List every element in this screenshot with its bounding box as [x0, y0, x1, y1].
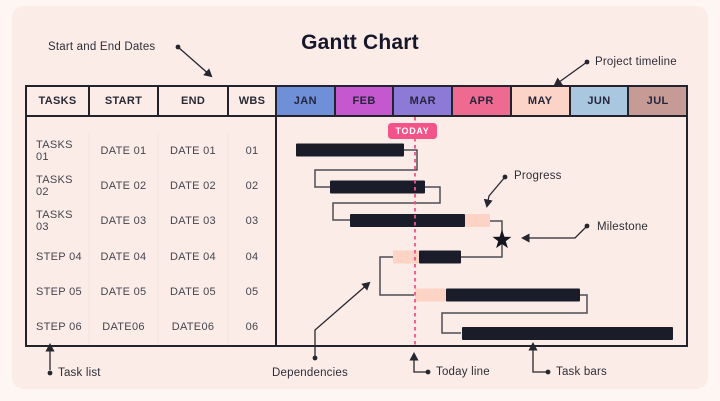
today-badge: TODAY	[388, 123, 437, 139]
cell-start: DATE 04	[90, 238, 159, 275]
page-title: Gantt Chart	[301, 31, 419, 54]
cell-task: TASKS 01	[27, 133, 90, 169]
label-project-timeline: Project timeline	[595, 56, 677, 68]
label-dependencies: Dependencies	[272, 367, 348, 379]
cell-wbs: 05	[245, 285, 259, 298]
table-body: TASKS 01 DATE 01 DATE 01 01 TASKS 02 DAT…	[27, 117, 275, 345]
table-row: STEP 06 DATE06 DATE06 06	[27, 309, 275, 345]
cell-task: STEP 06	[27, 309, 90, 345]
cell-wbs: 03	[245, 215, 259, 228]
label-task-list: Task list	[58, 367, 101, 379]
month-may[interactable]: MAY	[511, 87, 571, 115]
cell-task: STEP 05	[27, 274, 90, 310]
label-start-end-dates: Start and End Dates	[48, 41, 156, 53]
cell-task: TASKS 02	[27, 168, 90, 204]
month-mar[interactable]: MAR	[394, 87, 454, 115]
cell-task: TASKS 03	[27, 203, 90, 239]
table-row: TASKS 02 DATE 02 DATE 02 02	[27, 168, 275, 204]
month-jul[interactable]: JUL	[629, 87, 687, 115]
header-end: END	[159, 87, 229, 115]
cell-wbs: 06	[245, 321, 259, 334]
gantt-board: TASKS START END WBS TASKS 01 DATE 01 DAT…	[25, 85, 688, 347]
month-jan[interactable]: JAN	[277, 87, 336, 115]
label-today-line: Today line	[436, 366, 490, 378]
timeline-panel: JAN FEB MAR APR MAY JUN JUL	[277, 87, 687, 345]
label-task-bars: Task bars	[556, 366, 608, 378]
cell-end: DATE 05	[159, 274, 229, 310]
table-row: TASKS 01 DATE 01 DATE 01 01	[27, 133, 275, 169]
table-header-row: TASKS START END WBS	[27, 87, 275, 117]
table-row: STEP 04 DATE 04 DATE 04 04	[27, 238, 275, 275]
label-milestone: Milestone	[597, 221, 649, 233]
cell-wbs: 01	[245, 144, 259, 157]
cell-wbs: 04	[245, 250, 259, 263]
cell-start: DATE 05	[90, 274, 159, 310]
cell-start: DATE 02	[90, 168, 159, 204]
header-start: START	[90, 87, 159, 115]
cell-end: DATE 02	[159, 168, 229, 204]
cell-start: DATE 01	[90, 133, 159, 169]
cell-end: DATE06	[159, 309, 229, 345]
cell-end: DATE 03	[159, 203, 229, 239]
month-apr[interactable]: APR	[453, 87, 512, 115]
cell-wbs: 02	[245, 179, 259, 192]
table-row: STEP 05 DATE 05 DATE 05 05	[27, 274, 275, 310]
cell-end: DATE 01	[159, 133, 229, 169]
header-tasks: TASKS	[27, 87, 90, 115]
cell-start: DATE 03	[90, 203, 159, 239]
month-feb[interactable]: FEB	[335, 87, 395, 115]
table-row: TASKS 03 DATE 03 DATE 03 03	[27, 203, 275, 239]
month-jun[interactable]: JUN	[570, 87, 630, 115]
label-progress: Progress	[514, 170, 562, 182]
header-wbs: WBS	[238, 95, 266, 107]
month-header-row: JAN FEB MAR APR MAY JUN JUL	[277, 87, 687, 117]
chart-area	[277, 117, 686, 345]
cell-start: DATE06	[90, 309, 159, 345]
task-table: TASKS START END WBS TASKS 01 DATE 01 DAT…	[27, 87, 277, 345]
cell-task: STEP 04	[27, 238, 90, 275]
cell-end: DATE 04	[159, 238, 229, 275]
